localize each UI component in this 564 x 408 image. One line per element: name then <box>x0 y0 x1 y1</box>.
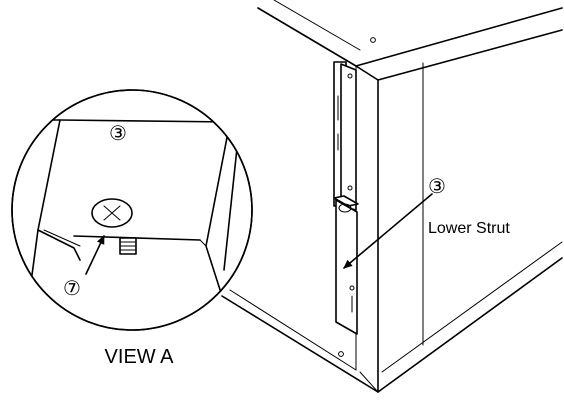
lower-strut-hole <box>349 285 355 291</box>
detail-left-fold <box>37 229 81 261</box>
top-hole <box>370 37 376 43</box>
detail-channel-top <box>59 119 231 123</box>
detail-screw-arrow <box>85 235 105 275</box>
cabinet-left-bottom-edge <box>221 295 379 393</box>
base-hole <box>338 351 344 357</box>
detail-screw-number: ⑦ <box>63 278 81 300</box>
detail-left-lip <box>43 229 81 247</box>
detail-circle <box>11 89 253 331</box>
detail-right-corner <box>199 239 207 247</box>
lower-strut <box>333 195 359 335</box>
upper-strut-hole-2 <box>347 185 353 191</box>
base-corner-notch <box>359 371 379 393</box>
cabinet-base-inner <box>229 289 357 371</box>
detail-circle-border <box>11 89 253 331</box>
lower-strut-top-tab <box>333 195 359 207</box>
detail-screw-threads <box>119 241 137 251</box>
cabinet <box>221 0 563 393</box>
detail-screw-cross <box>103 205 121 221</box>
lower-strut-face <box>335 199 358 335</box>
main-part-number: ③ <box>428 176 446 198</box>
detail-channel-floor <box>73 235 201 241</box>
cabinet-top-inner-edge <box>273 0 361 51</box>
lower-strut-slot-top <box>338 203 352 213</box>
cabinet-base-line <box>381 241 563 373</box>
upper-strut <box>333 61 357 211</box>
leader-arrow <box>343 193 433 269</box>
upper-strut-flange <box>340 63 357 211</box>
detail-part-number: ③ <box>109 123 127 145</box>
upper-strut-hole-1 <box>347 73 353 79</box>
cabinet-right-bottom-edge <box>377 257 563 393</box>
view-label: VIEW A <box>105 346 175 368</box>
main-part-label: Lower Strut <box>428 220 510 237</box>
